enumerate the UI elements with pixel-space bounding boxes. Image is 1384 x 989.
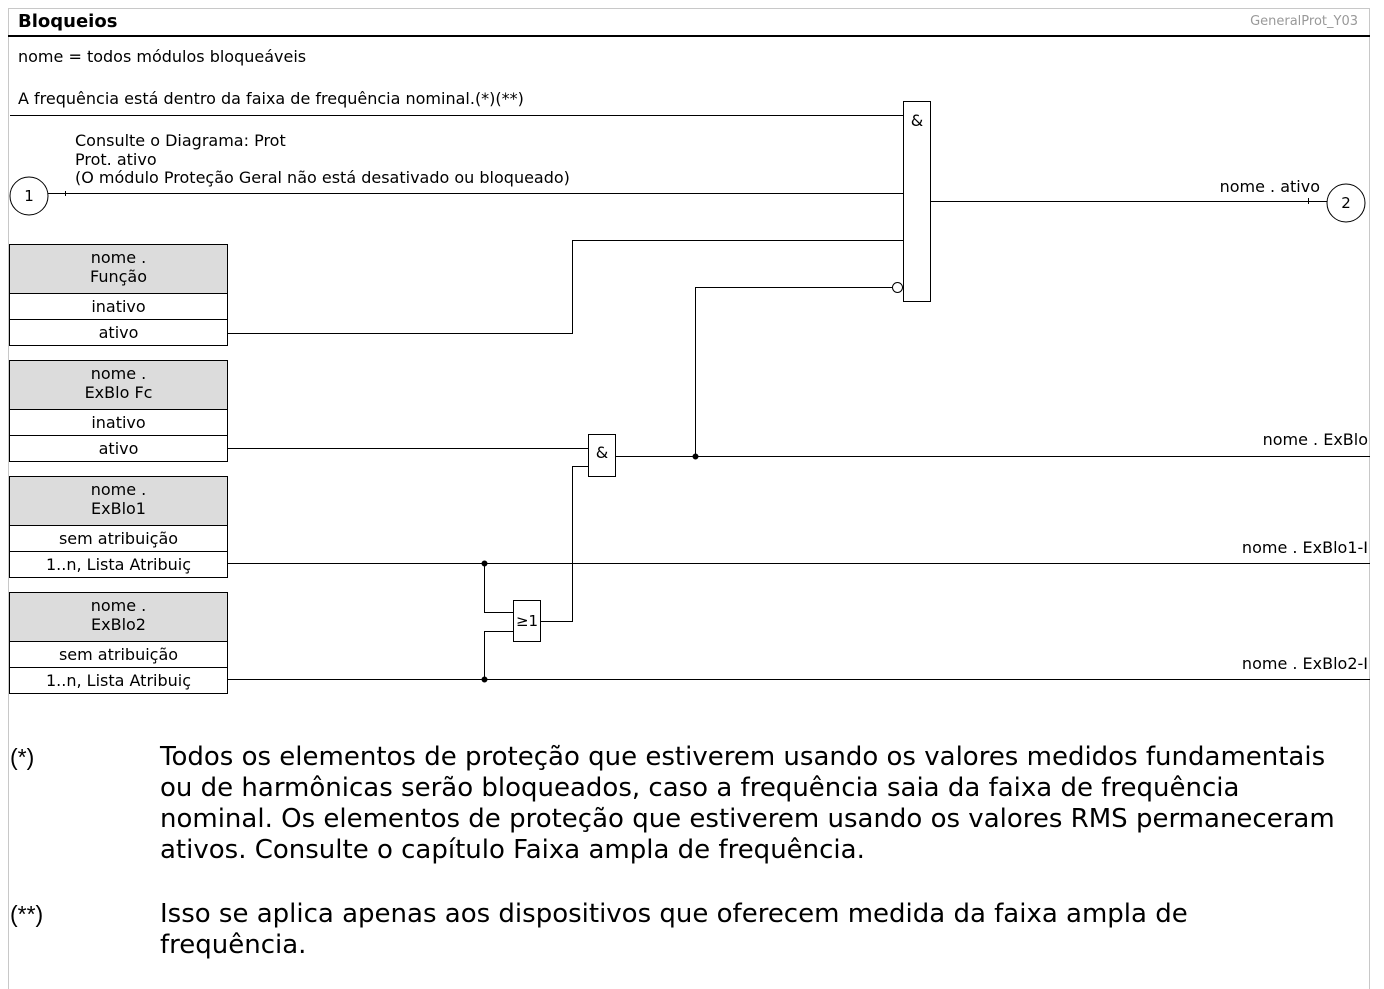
scope-note: nome = todos módulos bloqueáveis xyxy=(18,47,307,66)
setting-name-line: ExBlo Fc xyxy=(84,383,153,402)
footnote-line: frequência. xyxy=(160,930,307,960)
setting-option: 1..n, Lista Atribuiç xyxy=(10,551,227,577)
junction-dot xyxy=(481,560,488,567)
and-gate-main-symbol: & xyxy=(911,111,923,130)
setting-name-line: nome . xyxy=(90,364,147,383)
output-signal-exblo2: nome . ExBlo2-I xyxy=(1241,654,1368,673)
setting-name-line: nome . xyxy=(90,248,147,267)
negation-bubble xyxy=(892,282,903,293)
footnote-mark: (*) xyxy=(10,744,35,770)
output-signal-exblo: nome . ExBlo xyxy=(1262,430,1368,449)
setting-option: inativo xyxy=(10,293,227,319)
setting-option: sem atribuição xyxy=(10,525,227,551)
footnote-line: Todos os elementos de proteção que estiv… xyxy=(160,742,1326,772)
page-title: Bloqueios xyxy=(18,11,118,32)
wire-exblo2-to-or xyxy=(484,631,513,680)
setting-name-line: ExBlo1 xyxy=(91,499,146,518)
prot-reference-line: Consulte o Diagrama: Prot xyxy=(75,131,286,150)
footnote-line: ou de harmônicas serão bloqueados, caso … xyxy=(160,773,1240,803)
setting-box-exblo2: nome . ExBlo2 sem atribuição 1..n, Lista… xyxy=(9,592,228,694)
junction-dot xyxy=(692,453,699,460)
setting-name: nome . ExBlo2 xyxy=(10,593,227,641)
connector-out-circle xyxy=(1326,183,1366,223)
wire-exblo-feedback xyxy=(695,287,892,457)
page-frame xyxy=(8,8,1370,989)
connector-in-circle xyxy=(9,176,49,216)
setting-option: sem atribuição xyxy=(10,641,227,667)
footnote-text: Isso se aplica apenas aos dispositivos q… xyxy=(160,899,1188,961)
wire-exblo1-to-or xyxy=(484,563,513,613)
setting-box-funcao: nome . Função inativo ativo xyxy=(9,244,228,346)
wire-or-output xyxy=(541,466,588,622)
setting-box-exblo-fc: nome . ExBlo Fc inativo ativo xyxy=(9,360,228,462)
output-signal-exblo1: nome . ExBlo1-I xyxy=(1241,538,1368,557)
prot-reference-line: Prot. ativo xyxy=(75,149,157,169)
footnote-line: nominal. Os elementos de proteção que es… xyxy=(160,804,1335,834)
setting-name-line: ExBlo2 xyxy=(91,615,146,634)
wire-funcao-active xyxy=(227,240,903,334)
setting-name: nome . Função xyxy=(10,245,227,293)
frequency-input-label: A frequência está dentro da faixa de fre… xyxy=(18,89,524,108)
setting-option: ativo xyxy=(10,319,227,345)
setting-option: 1..n, Lista Atribuiç xyxy=(10,667,227,693)
and-gate-exblo-symbol: & xyxy=(596,443,608,462)
or-gate-exblo xyxy=(513,600,541,642)
and-gate-main xyxy=(903,101,931,302)
setting-name-line: nome . xyxy=(90,596,147,615)
prot-reference-line: (O módulo Proteção Geral não está desati… xyxy=(75,168,570,187)
setting-name-line: nome . xyxy=(90,480,147,499)
setting-name-line: Função xyxy=(90,267,147,286)
prot-reference-note: Consulte o Diagrama: Prot Prot. ativo (O… xyxy=(75,131,570,188)
or-gate-exblo-symbol: ≥1 xyxy=(516,612,538,630)
header-divider xyxy=(8,35,1370,37)
footnote-mark: (**) xyxy=(10,901,44,927)
setting-box-exblo1: nome . ExBlo1 sem atribuição 1..n, Lista… xyxy=(9,476,228,578)
setting-option: ativo xyxy=(10,435,227,461)
junction-dot xyxy=(481,676,488,683)
connector-out-number: 2 xyxy=(1341,194,1351,212)
footnote-line: Isso se aplica apenas aos dispositivos q… xyxy=(160,899,1188,929)
setting-name: nome . ExBlo Fc xyxy=(10,361,227,409)
connector-in-number: 1 xyxy=(24,187,34,205)
footnote-text: Todos os elementos de proteção que estiv… xyxy=(160,742,1335,866)
setting-option: inativo xyxy=(10,409,227,435)
setting-name: nome . ExBlo1 xyxy=(10,477,227,525)
and-gate-exblo xyxy=(588,434,616,477)
footnote-line: ativos. Consulte o capítulo Faixa ampla … xyxy=(160,835,865,865)
output-signal-active: nome . ativo xyxy=(1219,177,1320,196)
diagram-reference-id: GeneralProt_Y03 xyxy=(1250,14,1358,29)
